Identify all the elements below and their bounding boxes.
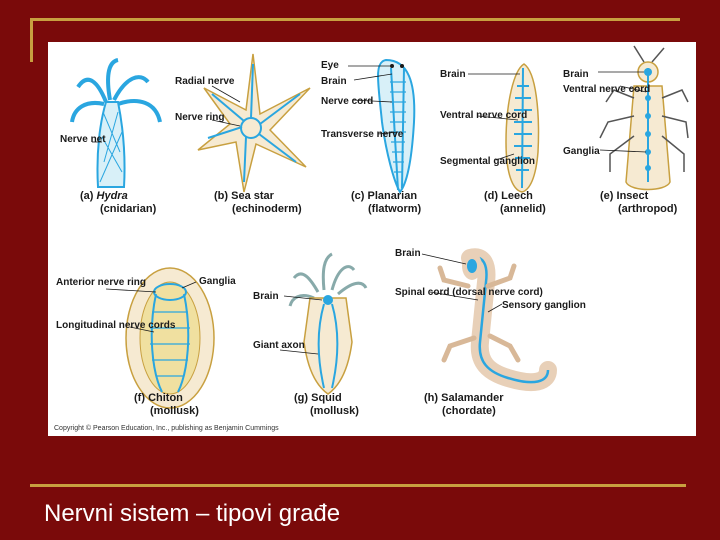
squid-illustration [279,252,368,395]
label-seastar-radial-nerve: Radial nerve [175,76,235,87]
planarian-illustration [348,58,416,194]
label-seastar-nerve-ring: Nerve ring [175,112,224,123]
label-chiton-longitudinal-nerve-cords: Longitudinal nerve cords [56,320,176,331]
caption-e-group: (arthropod) [618,203,678,215]
hydra-illustration [70,58,162,188]
copyright-notice: Copyright © Pearson Education, Inc., pub… [54,424,279,432]
label-planarian-nerve-cord: Nerve cord [321,96,373,107]
caption-f: (f) Chiton [134,392,183,404]
label-salamander-sensory-ganglion: Sensory ganglion [502,300,586,311]
insect-illustration [598,45,689,191]
top-gold-line [30,18,680,21]
chiton-illustration [105,267,215,409]
label-insect-ventral-nerve-cord: Ventral nerve cord [563,84,650,95]
label-planarian-transverse-nerve: Transverse nerve [321,129,404,140]
caption-g: (g) Squid [294,392,342,404]
caption-b-group: (echinoderm) [232,203,302,215]
caption-a-group: (cnidarian) [100,203,157,215]
caption-d: (d) Leech [484,190,533,202]
label-insect-brain: Brain [563,69,589,80]
slide-title: Nervni sistem – tipovi građe [44,500,341,527]
figure-svg: Nerve net (a) Hydra (cnidarian) Radial n… [54,45,689,432]
caption-h: (h) Salamander [424,392,504,404]
caption-e: (e) Insect [600,190,649,202]
caption-d-group: (annelid) [500,203,546,215]
bottom-gold-line [30,484,686,487]
label-chiton-anterior-nerve-ring: Anterior nerve ring [56,277,146,288]
label-squid-brain: Brain [253,291,279,302]
label-squid-giant-axon: Giant axon [253,340,305,351]
caption-c: (c) Planarian [351,190,417,202]
label-leech-brain: Brain [440,69,466,80]
left-gold-line [30,18,33,62]
label-insect-ganglia: Ganglia [563,146,600,157]
label-leech-ventral-nerve-cord: Ventral nerve cord [440,110,527,121]
label-planarian-eye: Eye [321,60,339,71]
caption-a: (a) Hydra [80,190,128,202]
label-planarian-brain: Brain [321,76,347,87]
label-leech-segmental-ganglion: Segmental ganglion [440,156,535,167]
caption-f-group: (mollusk) [150,405,199,417]
label-salamander-brain: Brain [395,248,421,259]
caption-b: (b) Sea star [214,190,275,202]
label-hydra-nerve-net: Nerve net [60,134,106,145]
label-chiton-ganglia: Ganglia [199,276,236,287]
salamander-illustration [421,248,557,392]
nervous-system-figure: Nerve net (a) Hydra (cnidarian) Radial n… [48,42,696,436]
sea-star-illustration [197,53,311,193]
caption-g-group: (mollusk) [310,405,359,417]
label-salamander-spinal-cord: Spinal cord (dorsal nerve cord) [395,287,543,298]
caption-h-group: (chordate) [442,405,496,417]
caption-c-group: (flatworm) [368,203,422,215]
leech-illustration [468,63,540,193]
